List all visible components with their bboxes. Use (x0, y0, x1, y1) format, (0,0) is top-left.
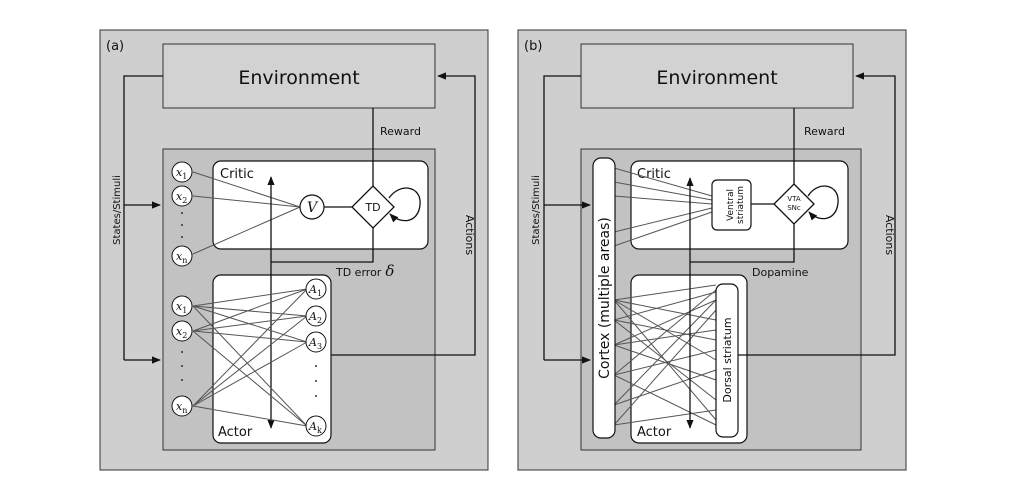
environment-label: Environment (656, 67, 777, 89)
reward-label: Reward (380, 125, 421, 138)
panel-b-tag: (b) (524, 39, 542, 54)
ellipsis-dot (315, 395, 317, 397)
svg-text:x2: x2 (176, 190, 187, 205)
svg-text:xn: xn (176, 250, 187, 265)
actor-input-x1 (171, 295, 193, 317)
environment-label: Environment (238, 67, 359, 89)
actions-loop-line (331, 72, 476, 356)
svg-text:x2: x2 (176, 325, 187, 340)
value-node (299, 194, 325, 220)
cortex-label: Cortex (multiple areas) (597, 217, 613, 379)
svg-text:x1: x1 (176, 166, 187, 181)
actions-label: Actions (883, 215, 896, 255)
svg-text:A3: A3 (308, 336, 322, 351)
actor-output-a2 (305, 305, 327, 327)
td-self-loop (388, 187, 421, 223)
dorsal-striatum-box (715, 283, 739, 438)
panel-a: (a) Environment Critic Actor Reward Stat… (99, 29, 489, 471)
actor-output-a3 (305, 331, 327, 353)
panel-a-tag: (a) (106, 39, 124, 54)
ellipsis-dot (181, 236, 183, 238)
td-error-line (271, 228, 374, 263)
svg-text:A2: A2 (308, 310, 322, 325)
critic-connections (613, 167, 713, 247)
critic-input-xn (171, 245, 193, 267)
ventral-striatum-label: Ventralstriatum (726, 186, 746, 224)
critic-input-x1 (171, 161, 193, 183)
environment-box (580, 43, 854, 109)
ellipsis-dot (315, 380, 317, 382)
actions-loop-line (738, 72, 896, 356)
vta-self-loop (807, 185, 839, 221)
dopamine-line (690, 224, 795, 263)
svg-text:A1: A1 (308, 283, 322, 298)
panel-b: (b) Environment Critic Actor Reward Stat… (517, 29, 907, 471)
dopamine-label: Dopamine (752, 266, 809, 279)
ellipsis-dot (181, 212, 183, 214)
critic-label: Critic (220, 167, 254, 182)
ellipsis-dot (181, 351, 183, 353)
reward-label: Reward (804, 125, 845, 138)
environment-box (162, 43, 436, 109)
ventral-striatum-box (711, 179, 752, 231)
ellipsis-dot (181, 365, 183, 367)
actions-label: Actions (463, 215, 476, 255)
actor-label: Actor (218, 425, 253, 440)
critic-label: Critic (637, 167, 671, 182)
cortex-box (592, 157, 616, 439)
critic-input-nodes: x1 x2 xn (171, 161, 301, 267)
actor-output-ak (305, 415, 327, 437)
actor-label: Actor (637, 425, 672, 440)
svg-text:Ak: Ak (308, 420, 322, 435)
ellipsis-dot (181, 379, 183, 381)
svg-text:x1: x1 (176, 300, 187, 315)
actor-input-xn (171, 395, 193, 417)
actor-connections (613, 284, 717, 426)
states-loop-line (123, 75, 163, 360)
ellipsis-dot (315, 365, 317, 367)
actor-input-x2 (171, 320, 193, 342)
critic-input-x2 (171, 185, 193, 207)
ellipsis-dot (181, 224, 183, 226)
actor-output-a1 (305, 278, 327, 300)
states-label: States/Stimuli (531, 175, 542, 245)
states-label: States/Stimuli (112, 175, 123, 245)
actor-network: x1 x2 xn A1 A2 A3 Ak (171, 278, 327, 437)
states-loop-line (543, 75, 581, 360)
svg-text:xn: xn (176, 400, 187, 415)
td-label: TD (364, 201, 380, 214)
value-label: V (307, 200, 319, 216)
dorsal-striatum-label: Dorsal striatum (721, 317, 734, 402)
